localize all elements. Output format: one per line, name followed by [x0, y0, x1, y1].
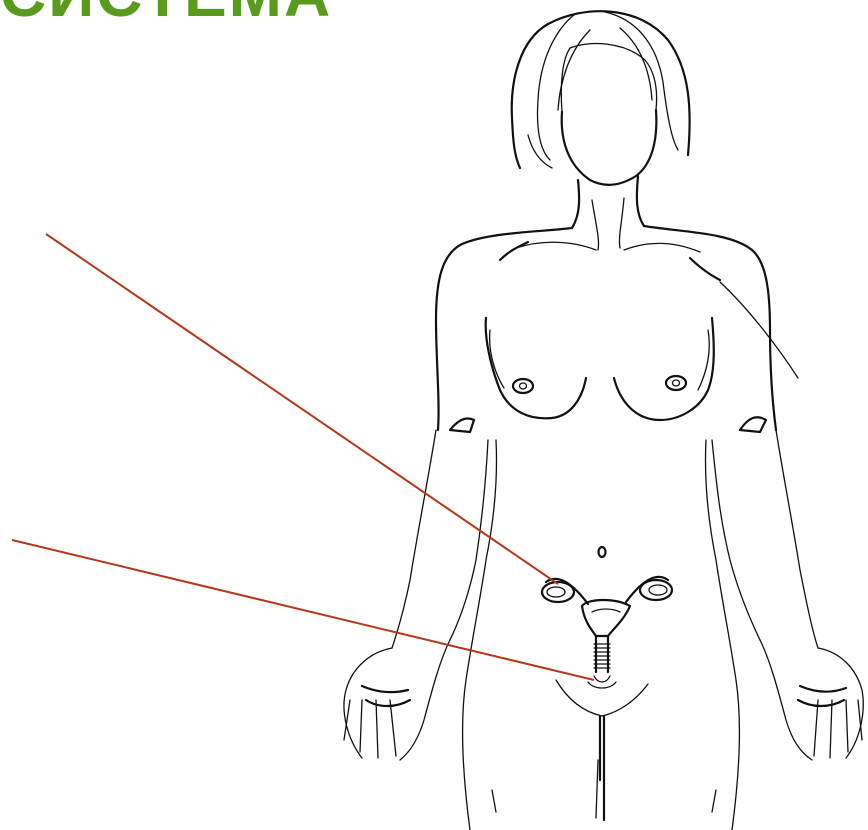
right-hand	[760, 640, 863, 760]
arms	[392, 430, 818, 648]
pointer-vagina	[12, 540, 594, 680]
breasts	[450, 318, 766, 432]
left-hand	[344, 640, 450, 760]
annotation-pointers	[12, 234, 594, 680]
neck	[572, 176, 644, 250]
pointer-ovary	[46, 234, 558, 584]
torso-outline	[436, 226, 798, 430]
hair	[512, 11, 690, 168]
face	[561, 44, 656, 185]
